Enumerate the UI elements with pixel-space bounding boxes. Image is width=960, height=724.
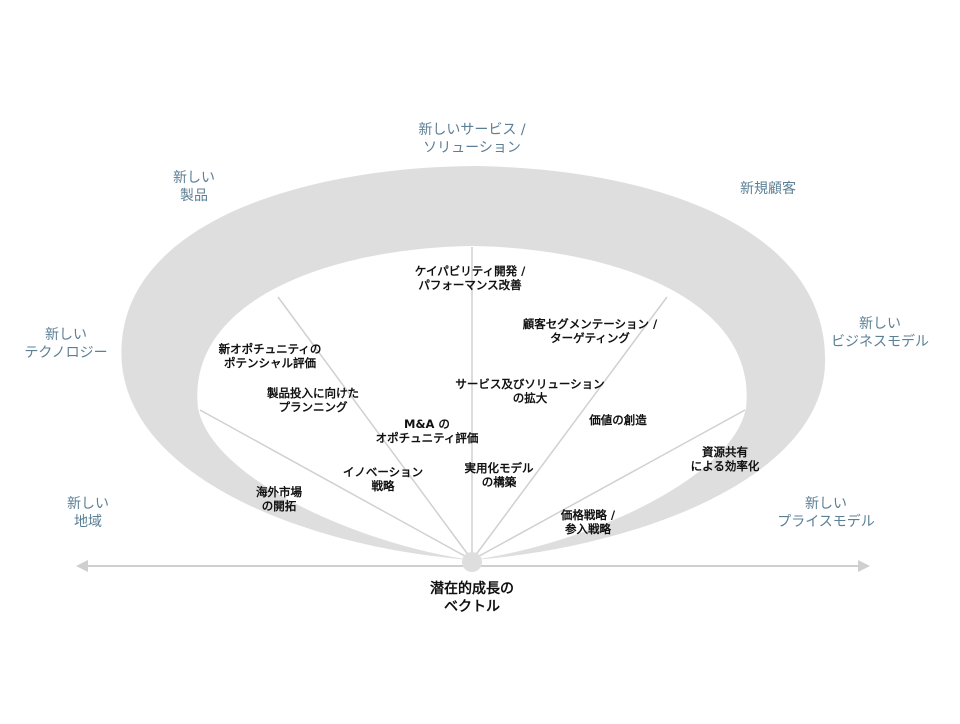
label-line: 新しい [805,496,847,512]
label-line: 製品 [180,187,208,204]
label-line: 地域 [74,513,102,530]
label-line: 新しい [173,170,215,186]
ray-1 [199,409,473,561]
label-line: オポチュニティ評価 [375,431,479,446]
label-line: 新規顧客 [740,181,796,197]
label-new-business-model: 新しい ビジネスモデル [831,316,929,351]
label-line: の開拓 [261,499,297,514]
outer-ring [121,166,826,560]
label-line: プライスモデル [777,513,875,530]
label-line: 資源共有 [702,445,748,459]
label-value-creation: 価値の創造 [589,413,647,427]
label-opportunity-eval: 新オポチュニティの ポテンシャル評価 [219,342,322,371]
label-line: 実用化モデル [464,461,534,475]
label-line: イノベーション [342,465,424,479]
ray-2 [277,296,473,561]
label-line: プランニング [278,400,348,415]
vector-rays [199,247,746,561]
label-ma-evaluation: M&A の オポチュニティ評価 [376,417,479,446]
label-line: ソリューション [423,139,521,156]
label-line: 参入戦略 [565,522,611,537]
label-line: 顧客セグメンテーション / [522,317,658,331]
ray-5 [471,409,746,561]
label-line: サービス及びソリューション [455,377,605,391]
label-resource-sharing: 資源共有 による効率化 [691,445,760,474]
axis-arrow-left [76,560,88,572]
axis-arrow-right [858,560,870,572]
label-capability-dev: ケイパビリティ開発 / パフォーマンス改善 [415,264,526,293]
label-line: M&A の [404,417,450,431]
label-new-price-model: 新しい プライスモデル [777,496,875,531]
label-practical-model: 実用化モデル の構築 [465,461,534,490]
label-new-technology: 新しい テクノロジー [24,327,107,362]
label-line: 新しい [44,327,87,343]
label-line: ケイパビリティ開発 / [414,264,526,278]
label-line: ベクトル [444,598,500,615]
label-line: 海外市場 [256,485,302,499]
label-line: 戦略 [371,479,395,494]
label-line: 価値の創造 [589,413,647,427]
label-overseas-market: 海外市場 の開拓 [256,485,302,514]
label-line: 製品投入に向けた [267,386,359,400]
label-line: の拡大 [512,391,548,406]
label-line: テクノロジー [24,344,108,361]
label-line: 新しい [859,316,901,332]
label-line: 潜在的成長の [430,581,514,597]
label-line: ビジネスモデル [831,333,929,350]
label-line: による効率化 [690,459,760,474]
label-line: ターゲティング [550,331,630,346]
label-line: 新しいサービス / [418,122,526,138]
label-segmentation: 顧客セグメンテーション / ターゲティング [523,317,657,346]
label-line: 価格戦略 / [560,508,616,522]
label-new-products: 新しい 製品 [173,170,215,205]
label-line: 新しい [67,496,109,512]
label-service-expansion: サービス及びソリューション の拡大 [455,377,604,406]
origin-point [462,552,482,572]
label-line: パフォーマンス改善 [418,278,522,293]
ray-4 [471,296,668,561]
label-line: ポテンシャル評価 [224,356,316,371]
label-new-customers: 新規顧客 [740,181,796,199]
label-innovation-strategy: イノベーション 戦略 [343,465,423,494]
label-new-regions: 新しい 地域 [67,496,109,531]
label-new-services: 新しいサービス / ソリューション [418,122,525,157]
label-pricing-strategy: 価格戦略 / 参入戦略 [561,508,615,537]
label-line: の構築 [481,475,517,490]
label-growth-vector: 潜在的成長の ベクトル [430,581,514,616]
label-launch-planning: 製品投入に向けた プランニング [267,386,359,415]
label-line: 新オポチュニティの [218,342,322,356]
